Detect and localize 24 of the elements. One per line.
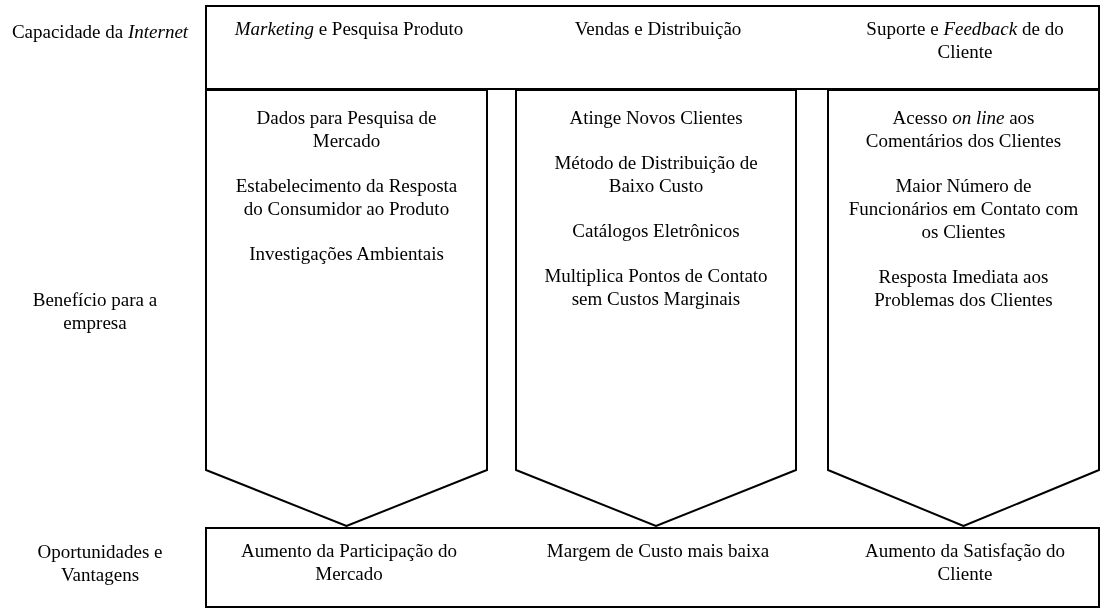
column-heading: Aumento da Satisfação do Cliente: [864, 539, 1066, 585]
benefit-text: Dados para Pesquisa de Mercado: [255, 106, 438, 152]
benefit-text: Multiplica Pontos de Contato sem Custos Marginais: [543, 264, 769, 310]
chevron-arrow-shape: [205, 90, 488, 527]
header-band: [205, 5, 1100, 90]
chevron-arrow-shape: [515, 90, 797, 527]
column-heading: Margem de Custo mais baixa: [545, 539, 771, 562]
row-label: Oportunidades e Vantagens: [36, 540, 164, 586]
benefit-text: Maior Número de Funcionários em Contato com os Clientes: [847, 174, 1080, 243]
column-heading: Marketing e Pesquisa Produto: [233, 17, 465, 40]
benefit-text: Catálogos Eletrônicos: [571, 219, 741, 242]
benefit-text: Resposta Imediata aos Problemas dos Clientes: [873, 265, 1054, 311]
benefit-text: Estabelecimento da Resposta do Consumidor ao Produto: [234, 174, 459, 220]
column-heading: Aumento da Participação do Mercado: [240, 539, 458, 585]
row-label: Capacidade da Internet: [10, 20, 190, 43]
benefit-text: Investigações Ambientais: [248, 242, 445, 265]
column-heading: Vendas e Distribuição: [573, 17, 743, 40]
benefit-text: Acesso on line aos Comentários dos Clientes: [864, 106, 1063, 152]
column-heading: Suporte e Feedback de do Cliente: [865, 17, 1065, 63]
chevron-arrow-shape: [827, 90, 1100, 527]
row-label: Benefício para a empresa: [31, 288, 159, 334]
benefit-text: Método de Distribuição de Baixo Custo: [553, 151, 759, 197]
header-band: [205, 527, 1100, 608]
benefit-text: Atinge Novos Clientes: [568, 106, 744, 129]
